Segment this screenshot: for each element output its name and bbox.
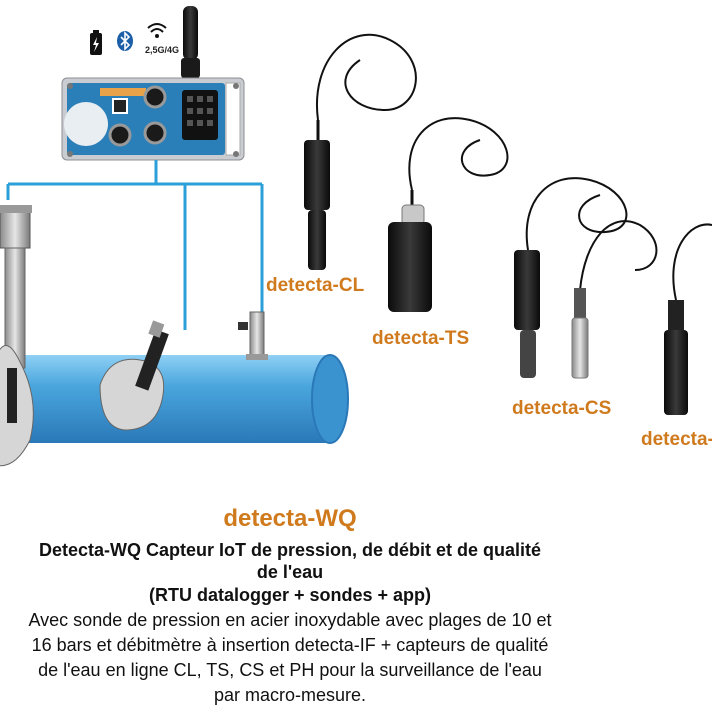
product-title: detecta-WQ (223, 505, 357, 532)
headline-line-2: de l'eau (256, 562, 324, 582)
description-line-1: Avec sonde de pression en acier inoxydab… (28, 610, 552, 630)
valve-connector (238, 311, 268, 360)
probe-ph (664, 223, 712, 415)
label-detecta-ph: detecta- (641, 429, 712, 450)
bluetooth-icon (117, 31, 133, 51)
antenna (183, 6, 198, 60)
water-pipe (0, 354, 349, 444)
flowmeter-insertion (0, 205, 34, 467)
label-detecta-ts: detecta-TS (372, 328, 470, 349)
label-detecta-cs: detecta-CS (512, 398, 612, 419)
battery-charging-icon (90, 30, 102, 55)
headline-line-1: Detecta-WQ Capteur IoT de pression, de d… (38, 540, 542, 560)
probe-cl (304, 33, 417, 270)
product-caption: detecta-WQ Detecta-WQ Capteur IoT de pre… (0, 505, 620, 707)
network-label: 2,5G/4G (145, 45, 180, 55)
probe-ts (388, 117, 509, 312)
pressure-sensor (99, 320, 169, 431)
label-detecta-cl: detecta-CL (266, 275, 365, 296)
description-line-4: par macro-mesure. (213, 685, 367, 705)
product-illustration (0, 6, 712, 467)
data-cables (6, 160, 264, 330)
probe-cs (514, 177, 658, 379)
subtitle: (RTU datalogger + sondes + app) (148, 585, 432, 605)
description-line-3: de l'eau en ligne CL, TS, CS et PH pour … (38, 660, 542, 680)
wifi-signal-icon (147, 23, 167, 38)
description-line-2: 16 bars et débitmètre à insertion detect… (31, 635, 549, 655)
rtu-datalogger (61, 77, 245, 161)
